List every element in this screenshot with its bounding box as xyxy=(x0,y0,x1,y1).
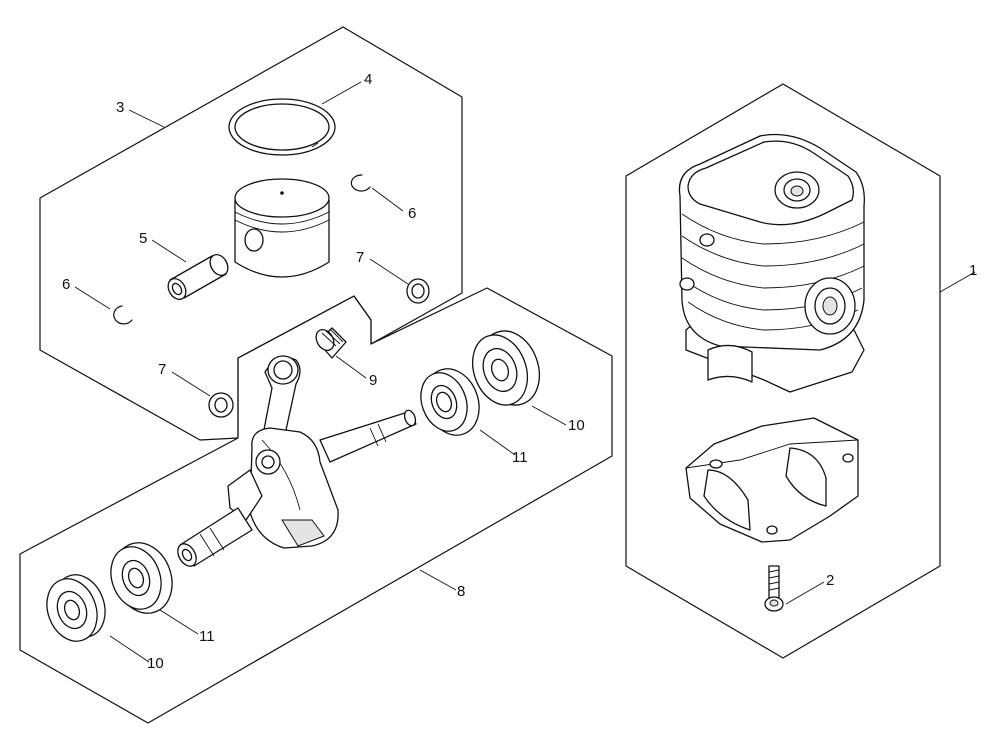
callout-4: 4 xyxy=(364,71,372,88)
oil-seal-left xyxy=(46,574,106,642)
callout-11-left: 11 xyxy=(199,628,215,645)
callout-6-left: 6 xyxy=(62,276,70,293)
ball-bearing-right xyxy=(420,368,480,436)
callout-2: 2 xyxy=(826,572,834,589)
callout-10-left: 10 xyxy=(147,655,164,672)
callout-6-right: 6 xyxy=(408,205,416,222)
leader-lines xyxy=(74,81,976,663)
piston xyxy=(234,178,330,278)
callout-3: 3 xyxy=(116,99,124,116)
ball-bearing-left xyxy=(110,542,173,614)
group-outline-cylinder xyxy=(625,83,941,659)
callout-8: 8 xyxy=(457,583,465,600)
thrust-washer-right xyxy=(406,278,430,304)
callout-7-right: 7 xyxy=(356,249,364,266)
thrust-washer-left xyxy=(208,392,234,418)
needle-bearing xyxy=(315,327,347,359)
callout-9: 9 xyxy=(369,372,377,389)
callout-10-right: 10 xyxy=(568,417,585,434)
cylinder-screw xyxy=(764,565,784,612)
cylinder xyxy=(678,133,865,393)
callout-1: 1 xyxy=(969,262,977,279)
callout-7-left: 7 xyxy=(158,361,166,378)
crankcase-half xyxy=(685,417,859,543)
piston-ring xyxy=(228,98,336,156)
callout-5: 5 xyxy=(139,230,147,247)
circlip-left xyxy=(113,305,133,325)
crankshaft-assembly xyxy=(177,355,417,567)
group-outline-crankshaft xyxy=(19,287,613,724)
piston-pin xyxy=(167,254,229,300)
callout-11-right: 11 xyxy=(512,449,528,466)
oil-seal-right xyxy=(471,330,540,406)
circlip-right xyxy=(350,174,371,192)
